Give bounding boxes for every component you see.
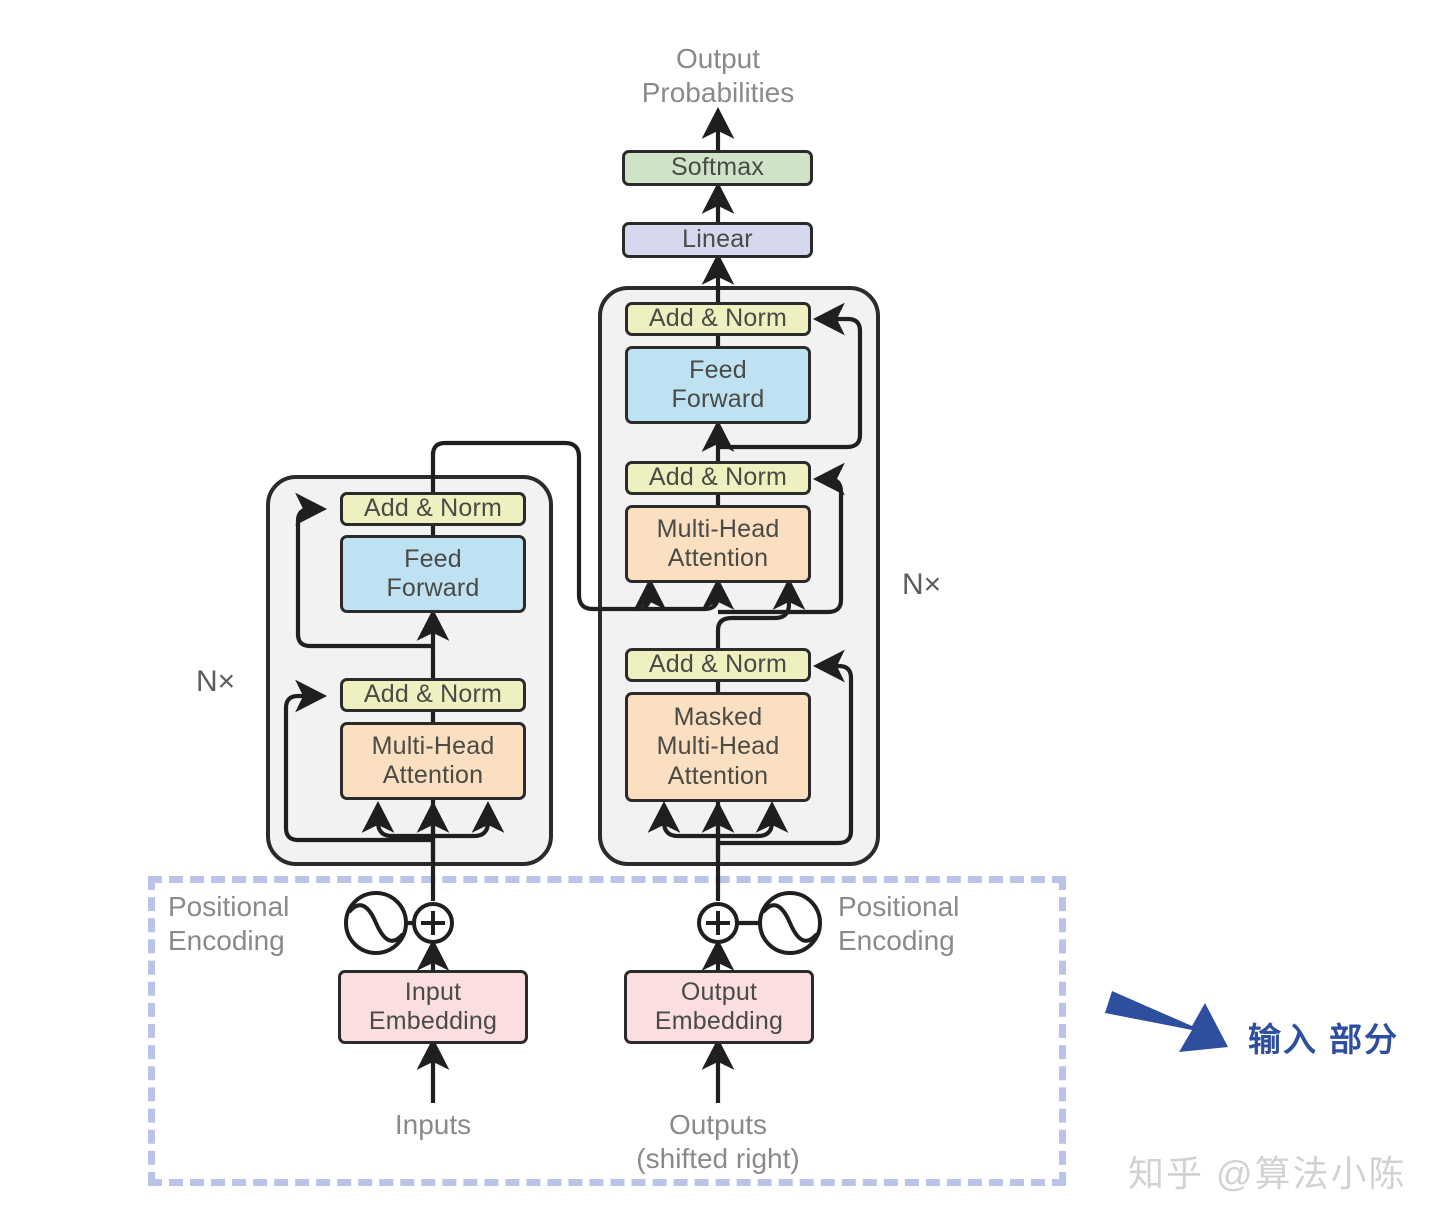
wire-dec-residual-1 <box>718 649 854 846</box>
enc-add-norm-2-block[interactable]: Add & Norm <box>340 492 526 526</box>
encoder-repeat-label: N× <box>196 665 236 698</box>
input-embedding-label: Input Embedding <box>368 977 498 1036</box>
dec-add-norm-2-label: Add & Norm <box>648 463 788 492</box>
output-embedding-label: Output Embedding <box>654 977 784 1036</box>
output-probabilities-label: Output Probabilities <box>641 43 795 108</box>
enc-add-norm-2-label: Add & Norm <box>363 494 503 523</box>
dec-feed-forward-block[interactable]: Feed Forward <box>625 346 811 424</box>
enc-multi-head-attention-label: Multi-Head Attention <box>371 731 495 790</box>
softmax-block[interactable]: Softmax <box>622 150 813 186</box>
outputs-label: Outputs (shifted right) <box>636 1109 800 1174</box>
dec-add-norm-1-label: Add & Norm <box>648 650 788 679</box>
output-embedding-block[interactable]: Output Embedding <box>624 970 814 1044</box>
dec-masked-multi-head-attention-block[interactable]: Masked Multi-Head Attention <box>625 692 811 802</box>
enc-multi-head-attention-block[interactable]: Multi-Head Attention <box>340 722 526 800</box>
linear-block[interactable]: Linear <box>622 222 813 258</box>
dec-add-norm-2-block[interactable]: Add & Norm <box>625 461 811 495</box>
wire-dec-residual-3 <box>718 302 863 450</box>
wire-enc-to-dec-bus <box>430 440 636 612</box>
dec-multi-head-attention-block[interactable]: Multi-Head Attention <box>625 505 811 583</box>
positional-encoding-left-label: Positional Encoding <box>168 891 290 956</box>
dec-multi-head-attention-label: Multi-Head Attention <box>656 514 780 573</box>
softmax-label: Softmax <box>670 153 765 182</box>
linear-label: Linear <box>682 225 753 254</box>
input-section-annotation: 输入 部分 <box>1248 1021 1400 1058</box>
wire-dec-masked-input-right <box>718 800 789 839</box>
wire-enc-mha-input-right <box>433 800 505 839</box>
dec-feed-forward-label: Feed Forward <box>671 355 765 414</box>
positional-encoding-left-icon <box>344 891 408 955</box>
dec-add-norm-1-block[interactable]: Add & Norm <box>625 648 811 682</box>
wire-enc-to-dec-k <box>633 577 667 612</box>
enc-add-norm-1-label: Add & Norm <box>363 680 503 709</box>
wire-enc-to-dec-v <box>636 577 735 612</box>
enc-feed-forward-block[interactable]: Feed Forward <box>340 535 526 613</box>
positional-encoding-right-label: Positional Encoding <box>838 891 960 956</box>
wire-enc-residual-1 <box>283 679 433 843</box>
annotation-arrow-icon <box>1105 991 1228 1052</box>
input-embedding-block[interactable]: Input Embedding <box>338 970 528 1044</box>
dec-add-norm-3-label: Add & Norm <box>648 304 788 333</box>
dec-add-norm-3-block[interactable]: Add & Norm <box>625 302 811 336</box>
sum-operator-right-icon <box>697 902 739 944</box>
decoder-repeat-label: N× <box>902 568 942 601</box>
sum-operator-left-icon <box>412 902 454 944</box>
wire-dec-masked-input-left <box>647 800 718 839</box>
input-section-highlight-box <box>148 876 1066 1186</box>
watermark-label: 知乎 @算法小陈 <box>1128 1153 1407 1194</box>
dec-masked-multi-head-attention-label: Masked Multi-Head Attention <box>656 702 780 790</box>
enc-add-norm-1-block[interactable]: Add & Norm <box>340 678 526 712</box>
enc-feed-forward-label: Feed Forward <box>386 544 480 603</box>
inputs-label: Inputs <box>394 1109 472 1140</box>
positional-encoding-right-icon <box>758 891 822 955</box>
wire-enc-residual-2 <box>295 492 433 649</box>
wire-dec-residual-2 <box>718 462 845 615</box>
wire-dec-addnorm1-to-query <box>715 577 806 648</box>
wire-enc-mha-input-left <box>361 800 433 839</box>
